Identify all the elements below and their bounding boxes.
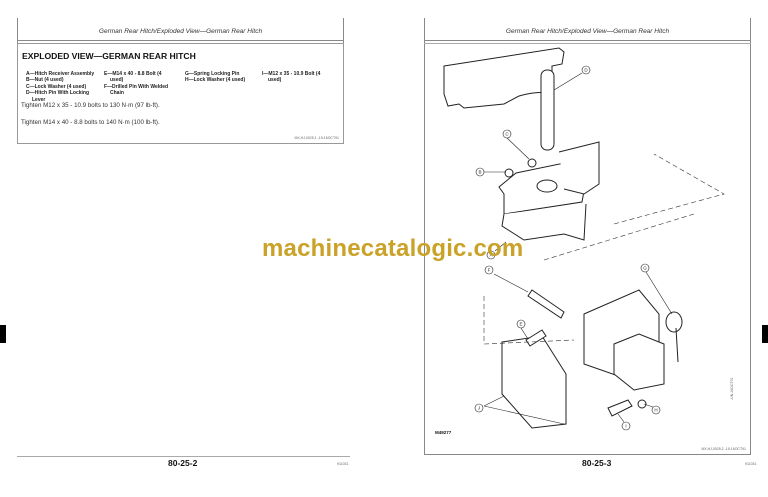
svg-text:A: A <box>489 253 492 258</box>
torque-note-m12: Tighten M12 x 35 - 10.9 bolts to 130 N·m… <box>21 102 160 109</box>
drilled-pin-part <box>527 289 565 319</box>
callout-j: J <box>474 403 484 413</box>
exploded-view-figure: A B C D E F G H I J <box>443 47 725 431</box>
mounting-plate-part <box>501 335 567 429</box>
right-page-border-right <box>750 18 751 454</box>
callout-c: C <box>502 129 512 139</box>
exploded-view-text-box: EXPLODED VIEW—GERMAN REAR HITCH A—Hitch … <box>17 43 344 144</box>
svg-text:D: D <box>584 68 588 73</box>
legend-item: H—Lock Washer (4 used) <box>185 77 246 84</box>
svg-text:F: F <box>488 268 491 273</box>
legend-column-3: G—Spring Locking Pin H—Lock Washer (4 us… <box>185 71 265 84</box>
figure-box-top <box>424 43 751 44</box>
bolt-i-part <box>607 399 633 417</box>
callout-h: H <box>651 405 661 415</box>
lock-washer-h-part <box>637 399 647 409</box>
right-section-tab <box>762 325 768 343</box>
callout-a: A <box>486 250 496 260</box>
hitch-pin-part <box>540 69 555 151</box>
right-running-header: German Rear Hitch/Exploded View—German R… <box>505 28 670 35</box>
legend-column-4: I—M12 x 35 - 10.9 Bolt (4 used) <box>262 71 342 84</box>
right-page-border <box>424 18 425 454</box>
legend-item: I—M12 x 35 - 10.9 Bolt (4 <box>262 71 321 77</box>
svg-text:B: B <box>478 170 481 175</box>
legend-item: F—Drilled Pin With Welded <box>104 83 169 90</box>
figure-side-code: -UN-16OCT91 <box>730 377 734 400</box>
callout-e: E <box>516 319 526 329</box>
right-date-code: 911031 <box>745 462 757 466</box>
legend-item: used) <box>110 77 124 84</box>
left-page-number: 80-25-2 <box>168 458 198 468</box>
right-header-rule <box>424 40 751 41</box>
svg-text:I: I <box>625 424 626 429</box>
svg-text:H: H <box>654 408 657 413</box>
legend-item: D—Hitch Pin With Locking <box>26 90 90 97</box>
left-date-code: 911031 <box>337 462 349 466</box>
hitch-pin-lever-part <box>443 47 565 109</box>
legend-column-2: E—M14 x 40 - 8.8 Bolt (4 used) F—Drilled… <box>104 71 184 97</box>
figure-box-bottom <box>424 454 751 455</box>
left-page-border <box>17 18 18 45</box>
legend-item: Lever <box>32 96 46 103</box>
bolt-e-part <box>525 329 547 347</box>
right-doc-code: MX,HJ,0025,2 -19-16OCT91 <box>701 447 746 451</box>
hitch-bracket-side <box>613 333 665 391</box>
svg-text:E: E <box>519 322 522 327</box>
assembly-dashed-lines <box>483 153 725 345</box>
left-section-tab <box>0 325 6 343</box>
left-header-rule <box>17 40 344 41</box>
legend-column-1: A—Hitch Receiver Assembly B—Nut (4 used)… <box>26 71 98 103</box>
legend-item: E—M14 x 40 - 8.8 Bolt (4 <box>104 71 162 77</box>
hitch-receiver-back-plate <box>558 141 600 195</box>
callout-g: G <box>640 263 650 273</box>
svg-text:J: J <box>478 406 480 411</box>
callout-leaders <box>483 72 673 425</box>
nut-part <box>504 168 514 178</box>
callout-i: I <box>621 421 631 431</box>
left-page-border-right <box>343 18 344 45</box>
legend-item: used) <box>268 77 282 84</box>
spring-locking-pin-part <box>665 311 683 333</box>
legend-item: G—Spring Locking Pin <box>185 71 240 77</box>
callout-d: D <box>581 65 591 75</box>
svg-text:C: C <box>505 132 509 137</box>
figure-id: M49277 <box>435 430 452 435</box>
torque-note-m14: Tighten M14 x 40 - 8.8 bolts to 140 N·m … <box>21 119 160 126</box>
hitch-receiver-body <box>501 203 587 241</box>
right-page-number: 80-25-3 <box>582 458 612 468</box>
legend-item: Chain <box>110 90 124 97</box>
legend-item: B—Nut (4 used) <box>26 77 64 84</box>
svg-text:G: G <box>643 266 647 271</box>
watermark: machinecatalogic.com <box>262 235 524 262</box>
callout-f: F <box>484 265 494 275</box>
left-running-header: German Rear Hitch/Exploded View—German R… <box>98 28 263 35</box>
lock-washer-part <box>527 158 537 168</box>
legend-item: A—Hitch Receiver Assembly <box>26 71 95 77</box>
left-doc-code: MX,HJ,0025,1 -19-16OCT91 <box>294 136 339 140</box>
callout-b: B <box>475 167 485 177</box>
section-title: EXPLODED VIEW—GERMAN REAR HITCH <box>22 51 196 61</box>
legend-item: C—Lock Washer (4 used) <box>26 83 87 90</box>
left-footer-rule <box>17 456 350 457</box>
hitch-receiver-hole <box>536 179 558 193</box>
